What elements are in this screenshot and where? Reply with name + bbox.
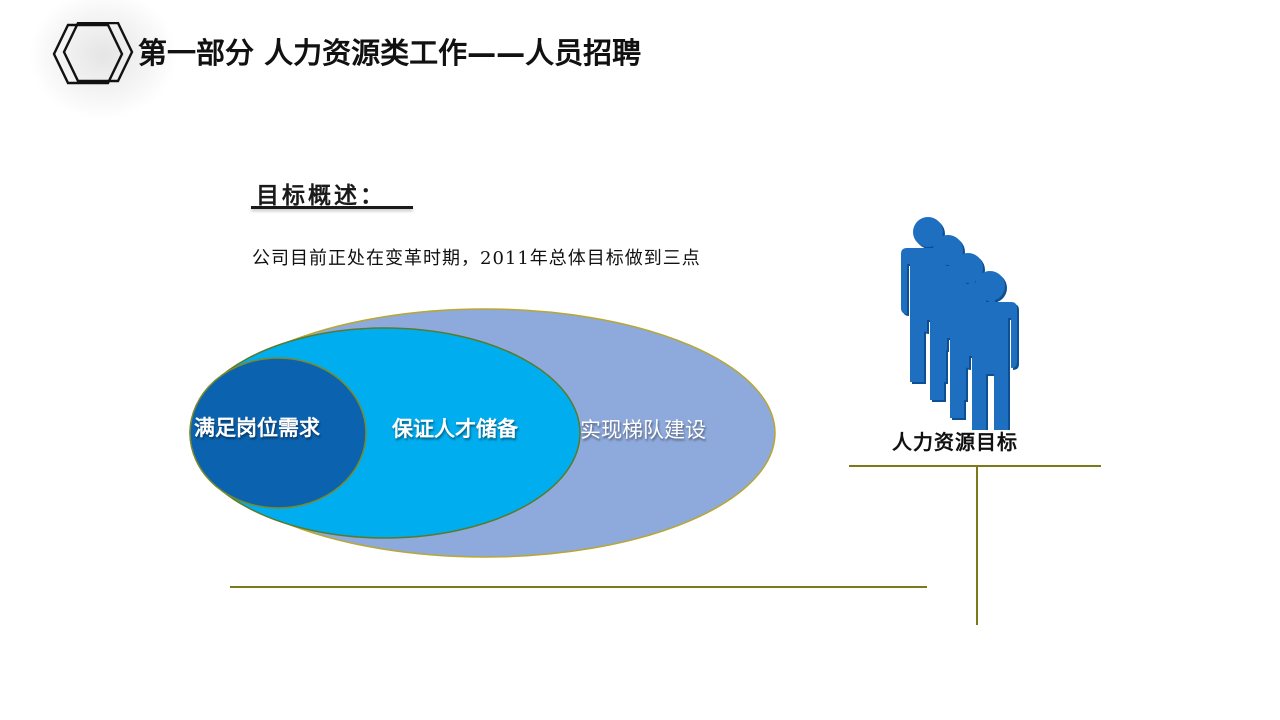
divider-line-top — [849, 465, 1101, 467]
divider-line-vertical — [976, 466, 978, 625]
outer-ellipse-label: 实现梯队建设 — [580, 418, 706, 442]
inner-ellipse-label: 满足岗位需求 — [194, 415, 320, 440]
divider-line-bottom — [230, 586, 927, 588]
logo-glow — [28, 0, 178, 120]
people-group-icon — [901, 217, 1019, 430]
page-title: 第一部分 人力资源类工作——人员招聘 — [138, 36, 642, 70]
intro-text: 公司目前正处在变革时期，2011年总体目标做到三点 — [252, 248, 701, 269]
middle-ellipse-label: 保证人才储备 — [392, 416, 518, 441]
double-hexagon-icon — [52, 22, 134, 85]
section-heading: 目标概述： — [256, 182, 386, 209]
inner-ellipse — [189, 357, 367, 509]
people-caption: 人力资源目标 — [892, 430, 1018, 454]
heading-underline — [251, 206, 413, 209]
